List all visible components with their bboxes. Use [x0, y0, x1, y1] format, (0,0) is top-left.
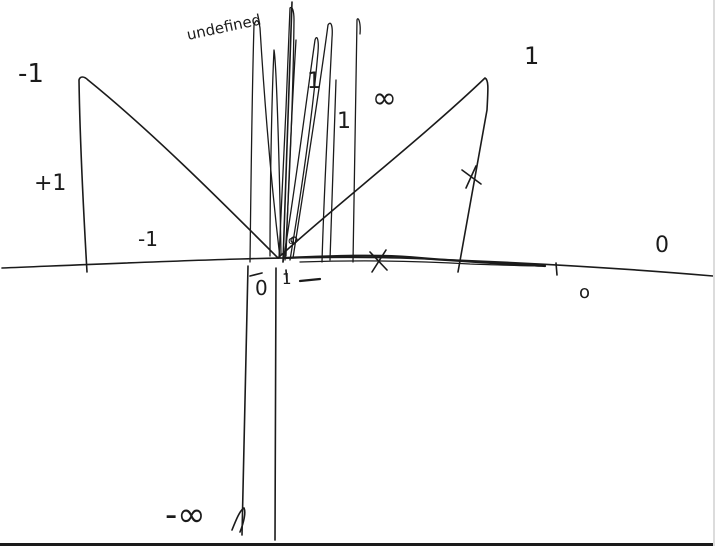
frame-right-border: [713, 0, 715, 546]
label-small-o: o: [288, 234, 295, 247]
frame-bottom-border: [0, 543, 715, 546]
label-neg-one-mid: -1: [138, 227, 158, 251]
axis-tick-one: [285, 269, 288, 283]
axis-scribble-double: [299, 260, 546, 267]
spike-center-a: [278, 6, 295, 261]
label-infinity: ∞: [372, 81, 397, 116]
spike-right-a: [282, 37, 319, 263]
label-neg-one-top-left: -1: [18, 59, 44, 89]
label-one-axis: 1: [282, 270, 292, 288]
spike-center-b: [285, 39, 297, 257]
spike-right-b: [292, 22, 333, 263]
axis-dash: [298, 277, 322, 283]
x-axis: [1, 256, 714, 277]
label-zero-axis: 0: [255, 276, 268, 300]
spike-right-d: [352, 18, 361, 263]
axis-scribble-near-origin: [283, 254, 547, 268]
y-axis-upper: [282, 1, 293, 263]
axis-tick-right: [555, 262, 558, 276]
x-mark-axis: [369, 249, 388, 273]
label-one-center-a: 1: [307, 69, 321, 94]
y-axis-lower-left: [241, 265, 249, 536]
label-neg-infinity: -∞: [165, 495, 206, 535]
axis-tick-near-zero: [249, 272, 263, 277]
small-circle-origin: [290, 236, 298, 244]
y-axis-lower: [274, 267, 277, 541]
label-plus-one-left: +1: [34, 171, 66, 196]
label-undefined: undefined: [185, 11, 263, 44]
right-peak-curve: [277, 77, 489, 273]
neg-infinity-scribble: [231, 507, 246, 533]
label-zero-right: 0: [655, 233, 669, 258]
x-mark-right-curve: [461, 165, 482, 189]
left-peak-curve: [78, 76, 279, 273]
spike-left-inner: [269, 49, 282, 257]
label-one-center-b: 1: [337, 109, 351, 134]
label-zero-right-low: o: [579, 282, 590, 303]
spike-right-c: [329, 79, 337, 261]
label-one-top-right: 1: [524, 42, 539, 70]
